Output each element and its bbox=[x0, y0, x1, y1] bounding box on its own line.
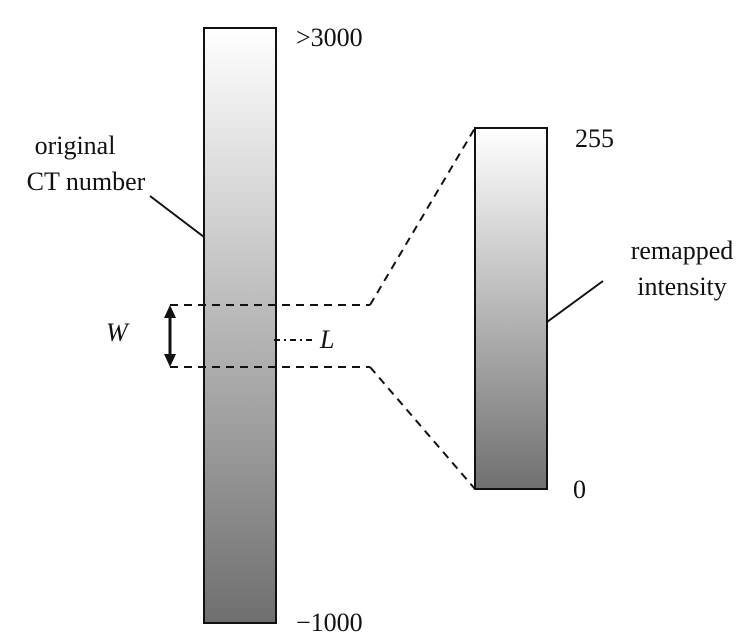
window-level-label: L bbox=[319, 325, 334, 354]
right-bar-top-label: 255 bbox=[575, 124, 614, 153]
original-ct-number-bar bbox=[203, 27, 277, 624]
projection-lower-dashed-line bbox=[369, 366, 476, 490]
right-bar-caption-line2: intensity bbox=[637, 272, 727, 301]
original-ct-leader-line bbox=[149, 195, 205, 238]
remapped-intensity-leader-line bbox=[546, 280, 604, 323]
right-bar-bottom-label: 0 bbox=[573, 475, 586, 504]
remapped-intensity-bar bbox=[474, 127, 548, 490]
left-bar-caption-line2: CT number bbox=[27, 167, 146, 196]
right-bar-caption-line1: remapped bbox=[631, 236, 734, 265]
window-width-label: W bbox=[106, 318, 130, 347]
projection-upper-dashed-line bbox=[369, 127, 476, 306]
left-bar-caption-line1: original bbox=[35, 131, 116, 160]
window-width-arrow bbox=[164, 305, 176, 367]
left-bar-top-label: >3000 bbox=[296, 23, 363, 52]
left-bar-bottom-label: −1000 bbox=[296, 608, 363, 636]
